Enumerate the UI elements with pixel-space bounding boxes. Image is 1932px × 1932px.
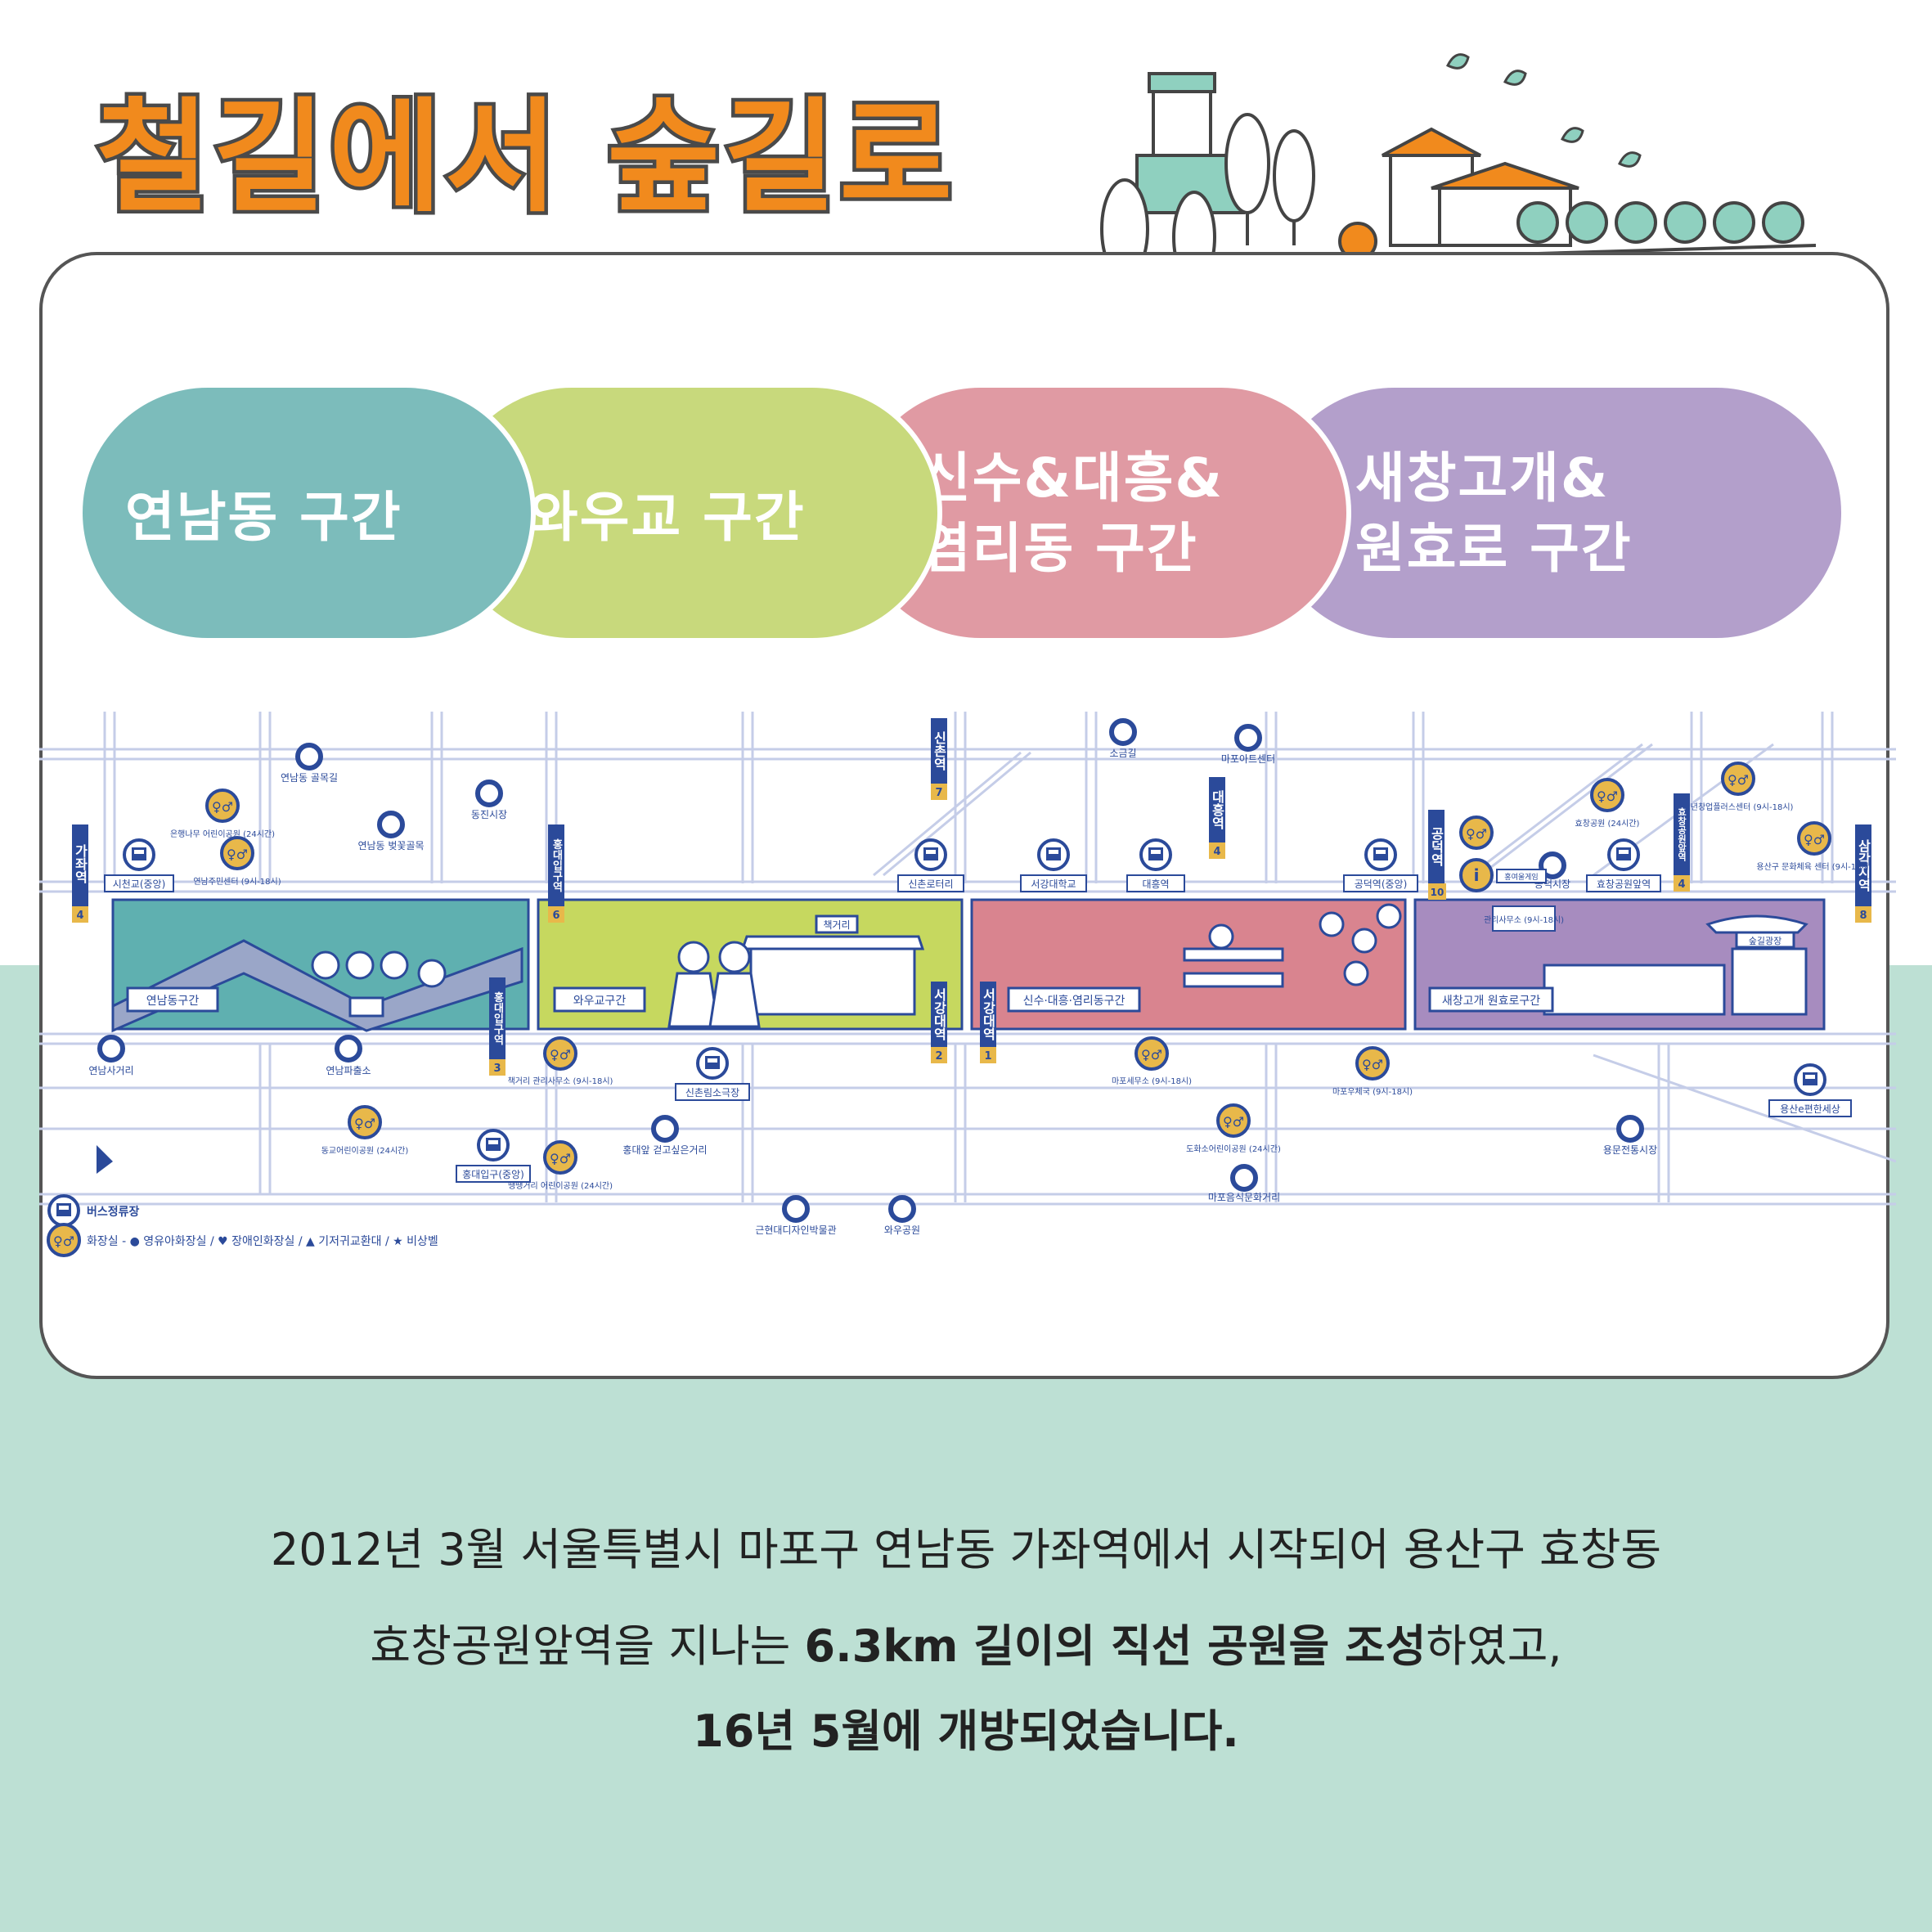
station-gongdeok[interactable]: 공덕역 10 xyxy=(1428,810,1446,900)
landmark-label: 근현대디자인박물관 xyxy=(755,1224,836,1236)
station-sogang-2[interactable]: 서강대역 2 xyxy=(931,982,947,1063)
svg-text:3: 3 xyxy=(493,1063,501,1075)
page-title: 철길에서 숲길로 xyxy=(92,87,956,229)
book-street-sign xyxy=(815,914,859,934)
landmark-label: 와우공원 xyxy=(884,1224,920,1236)
legend-toilet: 화장실 - ● 영유아화장실 / ♥ 장애인화장실 / ▲ 기저귀교환대 / ★… xyxy=(87,1235,438,1248)
landmark-label: 연남동 벚꽃골목 xyxy=(357,840,424,851)
description-bold: 6.3km 길이의 직선 공원을 조성 xyxy=(804,1620,1427,1672)
toilet-label: 용산구 문화체육 센터 (9시-18시) xyxy=(1756,862,1871,872)
svg-text:효창공원앞역: 효창공원앞역 xyxy=(1677,806,1687,862)
svg-text:서강대역: 서강대역 xyxy=(932,988,947,1041)
toilet-label: 은행나무 어린이공원 (24시간) xyxy=(170,829,275,839)
bus-stop-label: 공덕역(중앙) xyxy=(1355,878,1408,890)
svg-text:6: 6 xyxy=(552,910,559,922)
description-line-3: 16년 5월에 개방되었습니다. xyxy=(0,1695,1932,1759)
station-hongik-6[interactable]: 홍대입구역 6 xyxy=(548,824,564,923)
compass-icon xyxy=(97,1145,113,1174)
svg-text:7: 7 xyxy=(935,787,942,799)
section-pill-lime: 와우교 구간 xyxy=(442,383,942,643)
bus-stop-label: 효창공원앞역 xyxy=(1597,878,1651,890)
svg-text:8: 8 xyxy=(1859,910,1867,922)
landmark-label: 연남파출소 xyxy=(326,1065,371,1076)
description-text: 하였고, xyxy=(1426,1620,1562,1672)
section-pill-purple: 새창고개& 원효로 구간 xyxy=(1264,383,1846,643)
section-sign-sinsu: 신수·대흥·염리동구간 xyxy=(1023,995,1126,1008)
svg-text:10: 10 xyxy=(1431,887,1445,898)
toilet-label: 도화소어린이공원 (24시간) xyxy=(1186,1144,1281,1154)
svg-text:4: 4 xyxy=(76,910,83,922)
svg-text:1: 1 xyxy=(984,1050,991,1063)
description-bold: 16년 5월에 개방되었습니다. xyxy=(693,1705,1239,1757)
svg-text:홍대입구역: 홍대입구역 xyxy=(550,838,563,893)
bus-stop-label: 홍대입구(중앙) xyxy=(462,1169,524,1180)
section-sign-saechang: 새창고개 원효로구간 xyxy=(1442,995,1540,1008)
landmark-label: 홍대앞 걷고싶은거리 xyxy=(622,1144,707,1156)
station-sogang-1[interactable]: 서강대역 1 xyxy=(980,982,996,1063)
route-map: ♀♂ xyxy=(39,712,1896,1257)
station-hongik-3[interactable]: 홍대입구역 3 xyxy=(489,977,505,1076)
svg-text:공덕역: 공덕역 xyxy=(1429,827,1445,867)
station-samgakji[interactable]: 삼각지역 8 xyxy=(1855,824,1871,923)
landmark-label: 동진시장 xyxy=(471,809,507,820)
description-line-1: 2012년 3월 서울특별시 마포구 연남동 가좌역에서 시작되어 용산구 효창… xyxy=(0,1513,1932,1578)
bus-stop-label: 신촌림소극장 xyxy=(685,1087,739,1099)
landmark-label: 마포음식문화거리 xyxy=(1208,1192,1280,1203)
landmark-label: 마포아트센터 xyxy=(1221,753,1275,765)
bus-stop-label: 시천교(중앙) xyxy=(113,878,166,890)
section-label: 새창고개& 원효로 구간 xyxy=(1355,447,1633,580)
section-sign-yeonnam: 연남동구간 xyxy=(146,995,200,1008)
description-line-2: 효창공원앞역을 지나는 6.3km 길이의 직선 공원을 조성하였고, xyxy=(0,1610,1932,1674)
toilet-label: 마포세무소 (9시-18시) xyxy=(1112,1076,1192,1086)
svg-text:4: 4 xyxy=(1213,846,1220,858)
toilet-label: 마포우체국 (9시-18시) xyxy=(1332,1087,1413,1097)
toilet-label: 청년창업플러스센터 (9시-18시) xyxy=(1683,802,1794,812)
toilet-label: 연남주민센터 (9시-18시) xyxy=(193,877,281,887)
section-label: 연남동 구간 xyxy=(125,486,402,549)
station-daeheung[interactable]: 대흥역 4 xyxy=(1209,777,1225,859)
svg-text:i: i xyxy=(1474,865,1480,885)
legend-bus: 버스정류장 xyxy=(87,1205,140,1219)
landmark-label: 용문전통시장 xyxy=(1603,1144,1657,1156)
station-gajwa[interactable]: 가좌역 4 xyxy=(72,824,88,923)
bus-stop-label: 대흥역 xyxy=(1142,878,1169,890)
bus-stop-label: 서강대학교 xyxy=(1031,878,1076,890)
section-pill-teal: 연남동 구간 xyxy=(78,383,536,643)
section-label: 와우교 구간 xyxy=(528,486,806,549)
svg-text:서강대역: 서강대역 xyxy=(981,988,996,1041)
description-text: 2012년 3월 서울특별시 마포구 연남동 가좌역에서 시작되어 용산구 효창… xyxy=(270,1524,1662,1575)
svg-text:가좌역: 가좌역 xyxy=(73,844,88,884)
svg-text:신촌역: 신촌역 xyxy=(932,731,947,771)
svg-text:대흥역: 대흥역 xyxy=(1210,790,1225,830)
toilet-label: 책거리 관리사무소 (9시-18시) xyxy=(508,1076,613,1086)
landmark-label: 연남동 골목길 xyxy=(281,772,338,784)
svg-text:삼각지역: 삼각지역 xyxy=(1856,839,1871,892)
landmark-label: 소금길 xyxy=(1109,748,1136,759)
toilet-label: 땡땡거리 어린이공원 (24시간) xyxy=(508,1181,613,1191)
toilet-label: 효창공원 (24시간) xyxy=(1575,819,1640,829)
svg-text:홍대입구역: 홍대입구역 xyxy=(492,991,504,1046)
svg-text:2: 2 xyxy=(935,1050,942,1063)
game-label: 홍여울게임 xyxy=(1504,872,1538,882)
section-sign-wawoogyo: 와우교구간 xyxy=(573,995,627,1008)
station-sinchon[interactable]: 신촌역 7 xyxy=(931,718,947,800)
description-text: 효창공원앞역을 지나는 xyxy=(370,1620,805,1672)
toilet-label: 관리사무소 (9시-18시) xyxy=(1484,915,1564,925)
bus-stop-label: 용산e편한세상 xyxy=(1780,1103,1840,1115)
section-label: 신수&대흥& 염리동 구간 xyxy=(921,447,1224,580)
forest-square-label: 숲길광장 xyxy=(1749,936,1781,946)
book-street-label: 책거리 xyxy=(823,919,850,931)
forest-square-sign xyxy=(1735,931,1795,949)
info-icon xyxy=(1459,858,1494,892)
station-hyochang[interactable]: 효창공원앞역 4 xyxy=(1674,793,1690,892)
svg-text:4: 4 xyxy=(1678,878,1685,891)
toilet-label: 동교어린이공원 (24시간) xyxy=(321,1146,409,1156)
landmark-label: 연남사거리 xyxy=(88,1065,133,1076)
bus-stop-label: 신촌로터리 xyxy=(908,878,953,890)
